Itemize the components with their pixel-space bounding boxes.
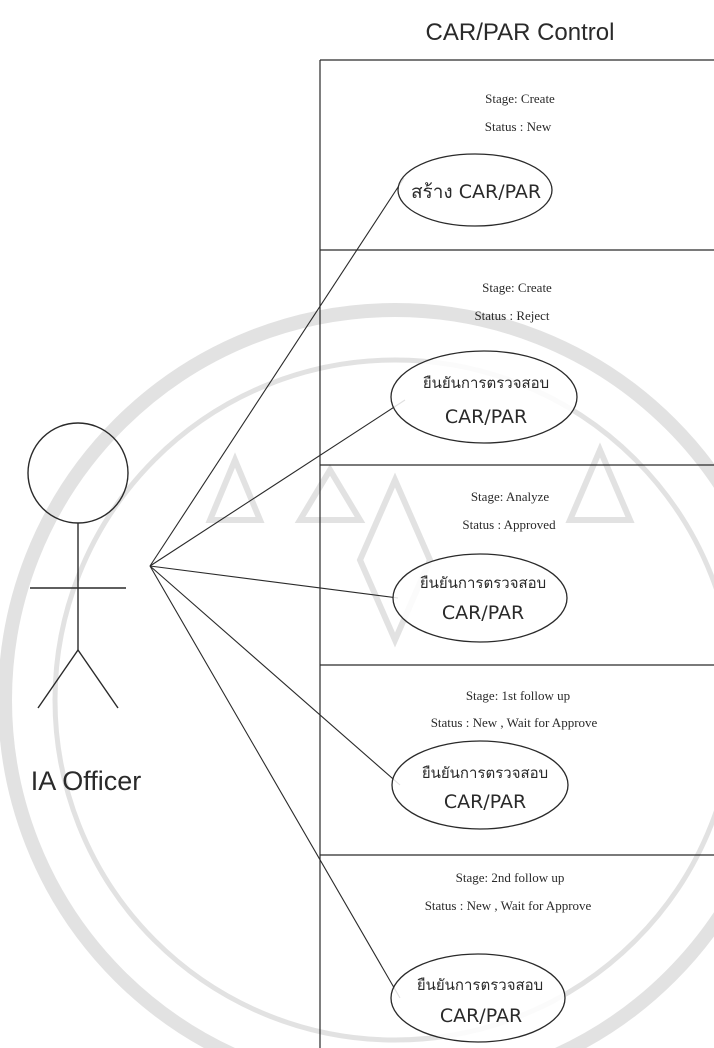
use-case-label: สร้าง CAR/PAR [411, 181, 541, 203]
status-label: Status : Approved [462, 517, 556, 532]
stage-label: Stage: Create [485, 91, 555, 106]
stage-label: Stage: 2nd follow up [456, 870, 565, 885]
use-case-label-line1: ยืนยันการตรวจสอบ [420, 574, 547, 592]
use-case-label-line1: ยืนยันการตรวจสอบ [422, 764, 549, 782]
partition-analyze-approved: Stage: Analyze Status : Approved ยืนยันก… [393, 489, 567, 642]
status-label: Status : Reject [474, 308, 549, 323]
use-case-confirm-review[interactable] [393, 554, 567, 642]
use-case-label-line2: CAR/PAR [442, 602, 524, 624]
status-label: Status : New , Wait for Approve [425, 898, 592, 913]
use-case-confirm-review[interactable] [391, 351, 577, 443]
use-case-confirm-review[interactable] [392, 741, 568, 829]
partition-create-new: Stage: Create Status : New สร้าง CAR/PAR [398, 91, 555, 226]
association-line [150, 566, 400, 998]
use-case-label-line1: ยืนยันการตรวจสอบ [423, 374, 550, 392]
use-case-label-line1: ยืนยันการตรวจสอบ [417, 976, 544, 994]
use-case-confirm-review[interactable] [391, 954, 565, 1042]
stage-label: Stage: 1st follow up [466, 688, 570, 703]
stage-label: Stage: Create [482, 280, 552, 295]
seal-watermark [5, 310, 714, 1048]
partition-1st-follow-up: Stage: 1st follow up Status : New , Wait… [392, 688, 598, 829]
status-label: Status : New [485, 119, 552, 134]
stage-label: Stage: Analyze [471, 489, 550, 504]
use-case-label-line2: CAR/PAR [445, 406, 527, 428]
association-line [150, 566, 400, 785]
associations [150, 178, 405, 998]
association-line [150, 566, 398, 598]
system-title: CAR/PAR Control [426, 19, 615, 46]
use-case-label-line2: CAR/PAR [440, 1005, 522, 1027]
partition-2nd-follow-up: Stage: 2nd follow up Status : New , Wait… [391, 870, 592, 1042]
use-case-label-line2: CAR/PAR [444, 791, 526, 813]
actor-label: IA Officer [31, 766, 142, 796]
status-label: Status : New , Wait for Approve [431, 715, 598, 730]
